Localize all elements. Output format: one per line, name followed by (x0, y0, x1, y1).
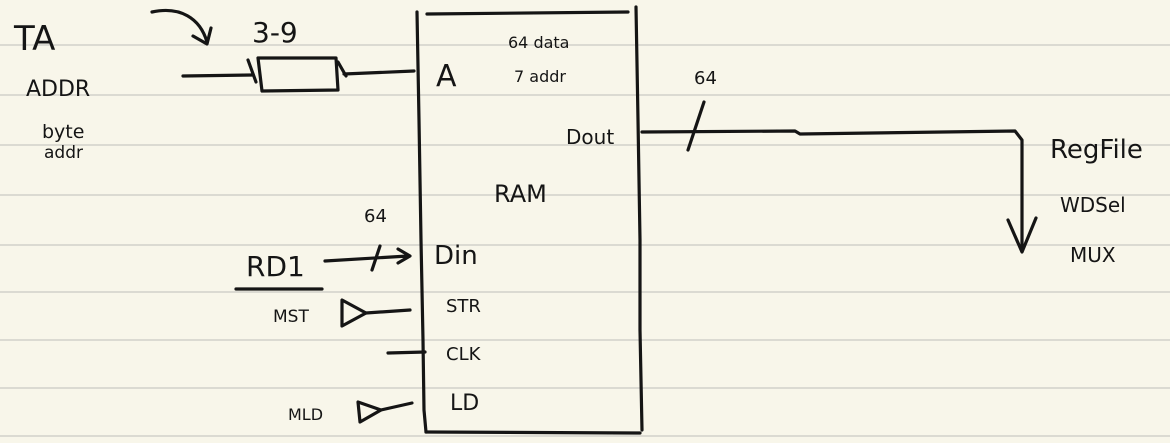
din-wire (323, 247, 412, 265)
mux-label: MUX (1070, 243, 1116, 267)
a-port-label: A (436, 59, 457, 94)
mst-label: MST (273, 307, 309, 327)
dout-width-label: 64 (694, 68, 717, 89)
data-count-label: 64 data (508, 33, 569, 52)
din-width-label: 64 (364, 206, 387, 227)
bit-select-box (246, 56, 348, 93)
curved-arrow (150, 9, 213, 46)
clk-label: CLK (446, 344, 482, 365)
dout-wire (640, 129, 1024, 250)
str-wire (364, 308, 412, 315)
regfile-label: RegFile (1050, 135, 1143, 165)
ta-label: TA (13, 19, 55, 59)
dout-width-slash (686, 100, 706, 152)
addr-wire-right (342, 69, 416, 76)
rd1-label: RD1 (246, 250, 305, 283)
byte-addr-label: addr (44, 143, 83, 163)
wdsel-label: WDSel (1060, 193, 1126, 217)
din-width-slash (370, 244, 382, 272)
str-label: STR (446, 296, 481, 317)
regfile-arrow-head (1006, 216, 1038, 254)
addr-label: ADDR (26, 77, 90, 102)
mld-label: MLD (288, 405, 323, 424)
ram-block (415, 5, 644, 435)
mst-buffer (340, 298, 368, 328)
clk-wire (386, 350, 427, 355)
dout-label: Dout (566, 125, 614, 149)
addr-wire-left (181, 73, 254, 78)
byte-label: byte (42, 121, 84, 143)
addr-count-label: 7 addr (514, 67, 566, 86)
ram-label: RAM (494, 180, 547, 208)
ld-wire (379, 401, 414, 412)
ld-label: LD (450, 391, 479, 416)
ruled-lines (0, 44, 1170, 437)
bit-range-label: 3-9 (252, 16, 298, 49)
din-label: Din (434, 241, 478, 271)
mld-buffer (356, 400, 383, 424)
